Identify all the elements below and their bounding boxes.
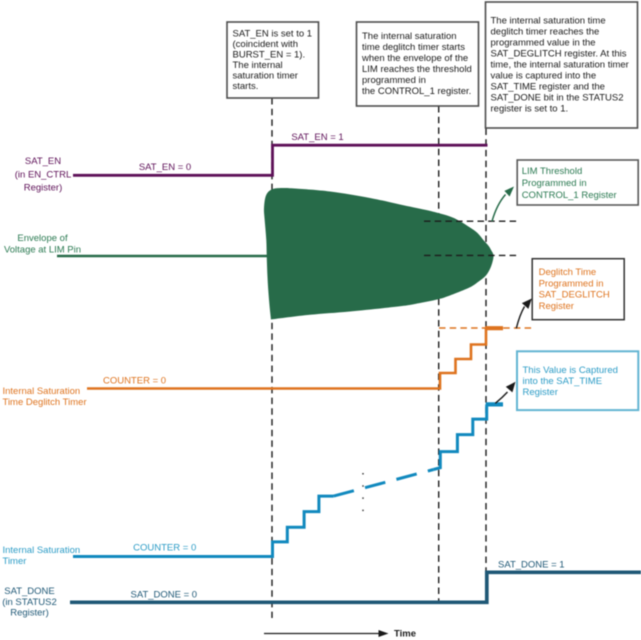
svg-text:register is set to 1.: register is set to 1. [491,104,569,115]
svg-text:Time Deglitch Timer: Time Deglitch Timer [3,397,87,408]
svg-text:Register): Register) [24,183,63,194]
svg-text:SAT_EN is set to 1: SAT_EN is set to 1 [233,29,313,40]
svg-text:starts.: starts. [233,81,259,92]
svg-text:SAT_DEGLITCH: SAT_DEGLITCH [539,290,610,301]
svg-text:CONTROL_1 Register: CONTROL_1 Register [522,190,617,201]
svg-text:Deglitch Time: Deglitch Time [539,267,597,278]
svg-text:programmed value in the: programmed value in the [491,38,596,49]
svg-text:LIM Threshold: LIM Threshold [522,166,583,177]
svg-text:The internal saturation time: The internal saturation time [491,16,606,27]
svg-text:SAT_DONE bit in the STATUS2: SAT_DONE bit in the STATUS2 [491,93,624,104]
svg-text:Envelope of: Envelope of [17,233,68,244]
svg-text:programmed in: programmed in [362,75,426,86]
svg-text:SAT_EN = 0: SAT_EN = 0 [139,162,191,173]
svg-text:Register: Register [523,387,558,398]
svg-text:COUNTER = 0: COUNTER = 0 [133,543,196,554]
svg-text:(in EN_CTRL: (in EN_CTRL [15,170,72,181]
svg-text:COUNTER = 0: COUNTER = 0 [103,376,166,387]
svg-text:SAT_DEGLITCH register. At this: SAT_DEGLITCH register. At this [491,49,627,60]
svg-text:SAT_DONE = 0: SAT_DONE = 0 [130,590,197,601]
svg-text:saturation timer: saturation timer [233,71,298,82]
svg-text:Programmed in: Programmed in [522,178,587,189]
svg-text:Register: Register [539,301,574,312]
svg-text:Register): Register) [10,608,49,619]
svg-text:SAT_DONE: SAT_DONE [4,586,55,597]
svg-text:the CONTROL_1 register.: the CONTROL_1 register. [362,86,471,97]
svg-text:The internal: The internal [233,60,283,71]
svg-text:Time: Time [394,629,416,640]
svg-text:SAT_EN: SAT_EN [25,156,61,167]
svg-text:SAT_DONE = 1: SAT_DONE = 1 [498,560,565,571]
svg-text:SAT_TIME register and the: SAT_TIME register and the [491,82,605,93]
svg-text:LIM reaches the threshold: LIM reaches the threshold [362,64,472,75]
svg-text:Programmed in: Programmed in [539,278,604,289]
svg-text:value is captured into the: value is captured into the [491,71,597,82]
svg-text:Internal Saturation: Internal Saturation [3,545,81,556]
svg-text:(coincident with: (coincident with [233,39,298,50]
svg-text:This Value is Captured: This Value is Captured [523,365,618,376]
svg-text:Timer: Timer [3,556,27,567]
svg-text:The internal saturation: The internal saturation [362,31,457,42]
svg-text:(in STATUS2: (in STATUS2 [2,597,57,608]
svg-text:time, the internal saturation: time, the internal saturation timer [491,60,629,71]
svg-text:into the SAT_TIME: into the SAT_TIME [523,376,603,387]
svg-text:time deglitch timer starts: time deglitch timer starts [362,42,465,53]
svg-text:when the envelope of the: when the envelope of the [361,53,468,64]
svg-text:Internal Saturation: Internal Saturation [3,386,81,397]
svg-text:deglitch timer reaches the: deglitch timer reaches the [491,27,600,38]
svg-text:BURST_EN = 1).: BURST_EN = 1). [233,50,306,61]
svg-text:SAT_EN = 1: SAT_EN = 1 [291,132,343,143]
svg-text:Voltage at LIM Pin: Voltage at LIM Pin [4,245,81,256]
